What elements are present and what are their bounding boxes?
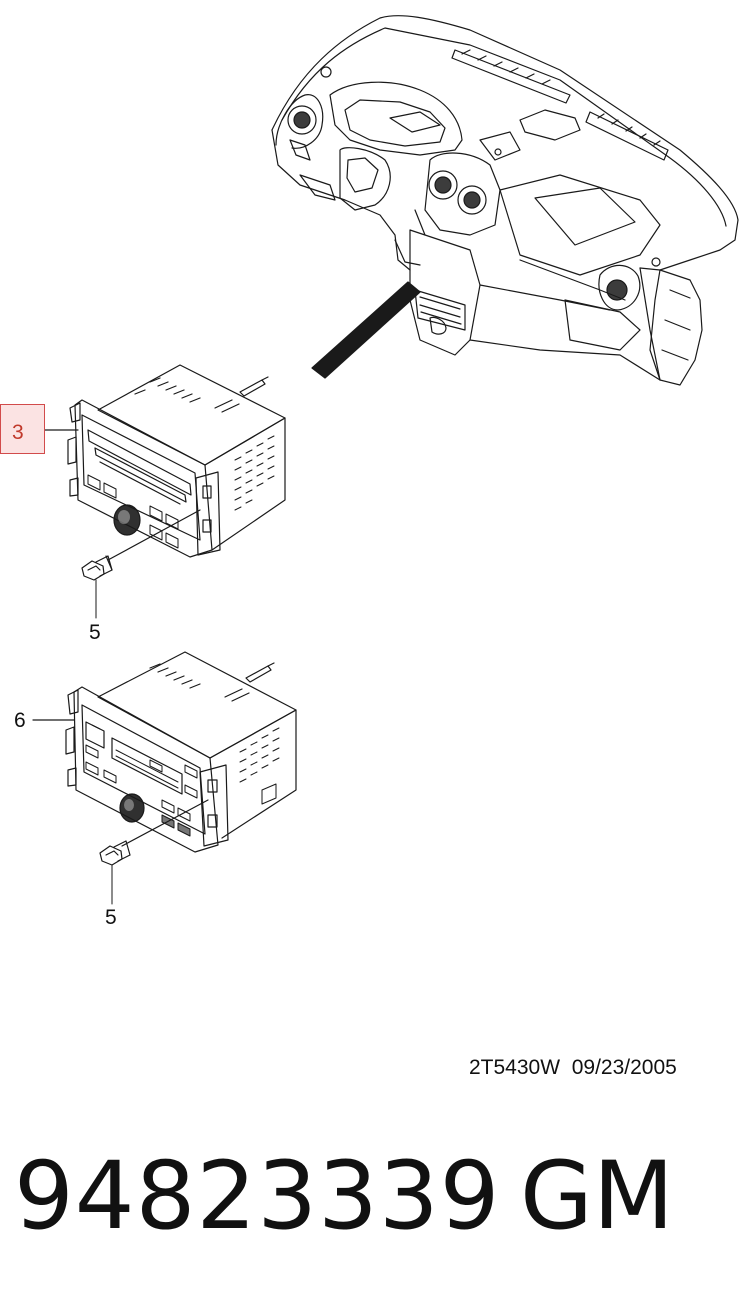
part-number: 94823339 [14, 1142, 501, 1251]
brand-label: GM [520, 1142, 674, 1251]
screw-lower [99, 840, 131, 905]
callout-3-label: 3 [12, 421, 24, 444]
callout-5-lower-label: 5 [105, 906, 117, 929]
callout-5-upper-label: 5 [89, 621, 101, 644]
pointer-wedge [311, 281, 421, 379]
radio-unit-lower [65, 651, 297, 853]
screw-upper [81, 555, 113, 619]
drawing-code-date: 2T5430W 09/23/2005 [469, 1056, 677, 1079]
dashboard-illustration [271, 15, 739, 386]
radio-unit-upper [67, 364, 286, 561]
callout-3-highlight[interactable]: 3 [0, 404, 45, 454]
callout-6-label: 6 [14, 709, 26, 732]
